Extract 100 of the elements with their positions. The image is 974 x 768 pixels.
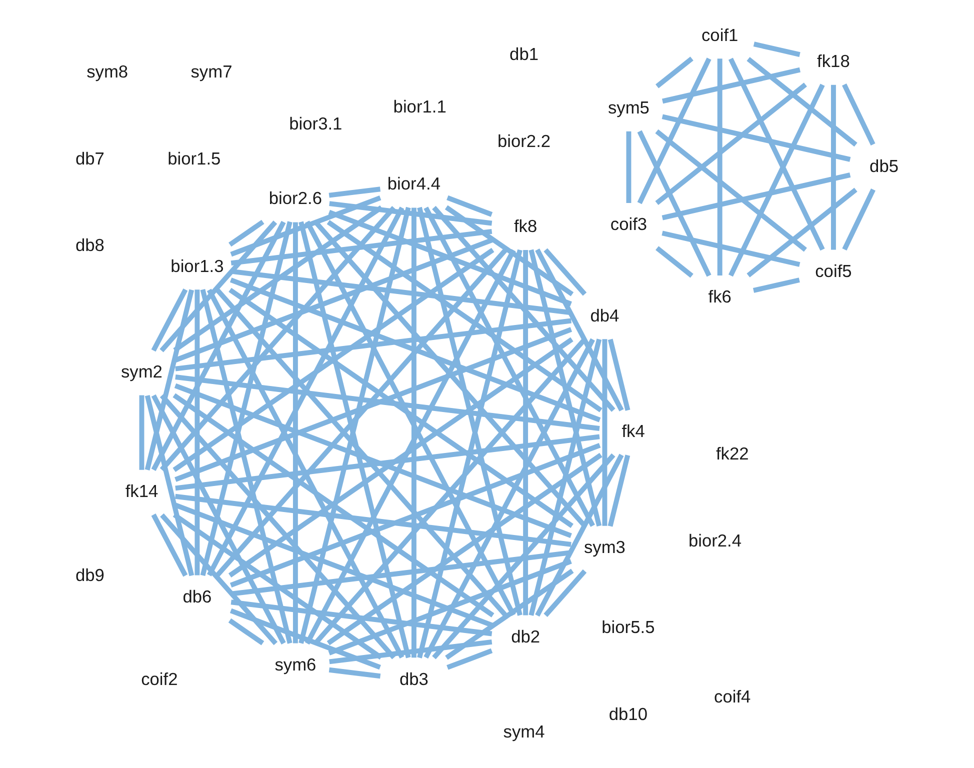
connector (544, 248, 587, 296)
connector (746, 187, 858, 277)
node-text: bior2.6 (268, 187, 322, 208)
connector (662, 66, 800, 104)
connector (544, 568, 587, 616)
connector (717, 58, 722, 275)
connector (608, 338, 630, 410)
connector (528, 248, 602, 526)
connector (728, 83, 825, 276)
connector (151, 220, 286, 470)
connector (230, 277, 601, 422)
connector (662, 230, 800, 266)
connector (417, 206, 522, 616)
connector (656, 56, 694, 88)
connector (206, 206, 404, 576)
node-text: db2 (511, 626, 540, 646)
connector (842, 83, 876, 145)
node-text: db7 (75, 148, 104, 168)
node-text: fk22 (716, 443, 749, 464)
node-text: coif2 (141, 668, 178, 689)
node-text: db9 (75, 564, 104, 585)
connector (174, 326, 572, 482)
connector (151, 288, 188, 352)
connector (160, 206, 396, 471)
node-text: coif5 (815, 260, 852, 280)
node-text: sym5 (608, 97, 650, 118)
connector (328, 666, 381, 678)
connector (175, 434, 600, 490)
connector (417, 248, 522, 658)
connector (326, 220, 602, 412)
node-text: fk8 (514, 215, 538, 236)
connector (144, 394, 194, 576)
connector (602, 338, 608, 526)
connector (313, 337, 587, 645)
connector (528, 338, 602, 616)
connector (228, 287, 574, 528)
connector (172, 247, 494, 472)
connector (326, 452, 602, 645)
node-text: fk14 (125, 480, 158, 500)
connector (728, 57, 825, 250)
node-text: bior4.4 (387, 173, 440, 194)
node-text: bior5.5 (602, 616, 655, 637)
node-text: fk4 (622, 420, 645, 441)
connector (174, 502, 493, 627)
node-text: sym7 (190, 61, 232, 82)
connector (432, 452, 616, 659)
connector (230, 550, 572, 596)
connector (662, 172, 851, 220)
node-text: coif4 (714, 686, 751, 706)
connector (655, 128, 807, 252)
connector (535, 453, 624, 616)
connector (328, 209, 572, 306)
node-text: coif1 (702, 24, 738, 44)
node-text: db3 (399, 668, 428, 688)
node-text: bior2.2 (497, 130, 551, 150)
connector (151, 394, 286, 644)
node-text: bior1.1 (393, 96, 446, 116)
node-text: sym4 (503, 720, 545, 741)
connector (151, 513, 188, 576)
connector (230, 268, 572, 315)
connector (200, 288, 292, 644)
connector (655, 82, 807, 205)
connector (173, 204, 383, 352)
connector (160, 512, 278, 645)
connector (206, 288, 404, 658)
node-text: sym8 (86, 61, 128, 82)
connector (292, 222, 298, 643)
node-text: sym2 (120, 361, 162, 381)
connector (160, 393, 396, 659)
connector (174, 382, 572, 538)
connector (215, 248, 508, 576)
connector (328, 186, 381, 198)
connector (228, 219, 264, 246)
connector (200, 220, 292, 576)
connector (446, 648, 493, 670)
connector (175, 318, 572, 371)
connector (752, 277, 800, 292)
connector (535, 248, 624, 411)
connector (160, 220, 278, 352)
connector (230, 194, 382, 256)
connector (175, 374, 600, 430)
connector (215, 288, 508, 617)
node-text: bior2.4 (688, 530, 742, 550)
node-text: sym6 (274, 654, 316, 674)
connector (608, 454, 630, 526)
connector (174, 493, 572, 546)
node-text: fk6 (708, 286, 732, 306)
connector (144, 288, 194, 470)
connector (746, 56, 858, 146)
connector (411, 207, 416, 658)
connector (329, 200, 492, 226)
connector (445, 568, 574, 660)
connector (424, 206, 595, 526)
connector (424, 338, 595, 658)
connector (446, 194, 493, 216)
connector (842, 188, 876, 250)
connector (230, 599, 492, 636)
connector (329, 638, 492, 664)
connector (328, 558, 572, 655)
node-text: fk18 (817, 50, 850, 70)
